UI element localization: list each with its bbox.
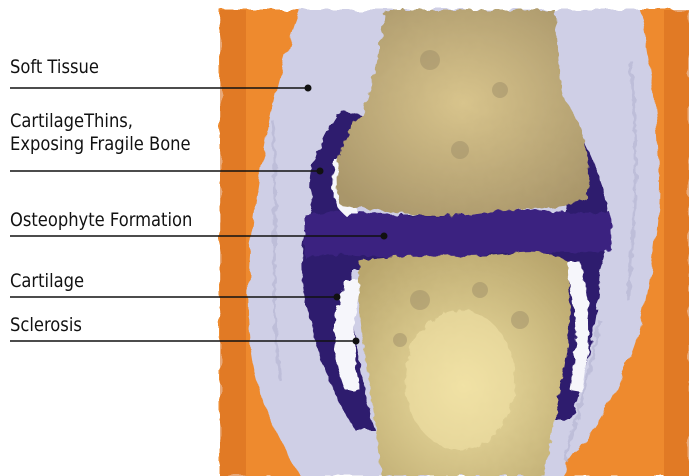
label-cartilage-thins: CartilageThins,Exposing Fragile Bone (10, 110, 191, 156)
joint-illustration (220, 10, 689, 476)
label-cartilage: Cartilage (10, 270, 84, 293)
dot-osteophyte (381, 233, 388, 240)
label-sclerosis: Sclerosis (10, 314, 82, 337)
outer-tissue-shade-right (664, 10, 689, 476)
dot-soft-tissue (305, 85, 312, 92)
osteophyte-band (305, 210, 612, 260)
label-cartilage-thins-line1: CartilageThins, (10, 110, 133, 132)
label-cartilage-thins-line2: Exposing Fragile Bone (10, 133, 191, 155)
label-osteophyte-formation: Osteophyte Formation (10, 209, 192, 232)
lower-bone-highlight (405, 310, 515, 450)
dot-cartilage-thins (317, 168, 324, 175)
dot-sclerosis (353, 338, 360, 345)
dot-cartilage (334, 294, 341, 301)
label-soft-tissue: Soft Tissue (10, 56, 99, 79)
outer-tissue-shade (220, 10, 246, 476)
